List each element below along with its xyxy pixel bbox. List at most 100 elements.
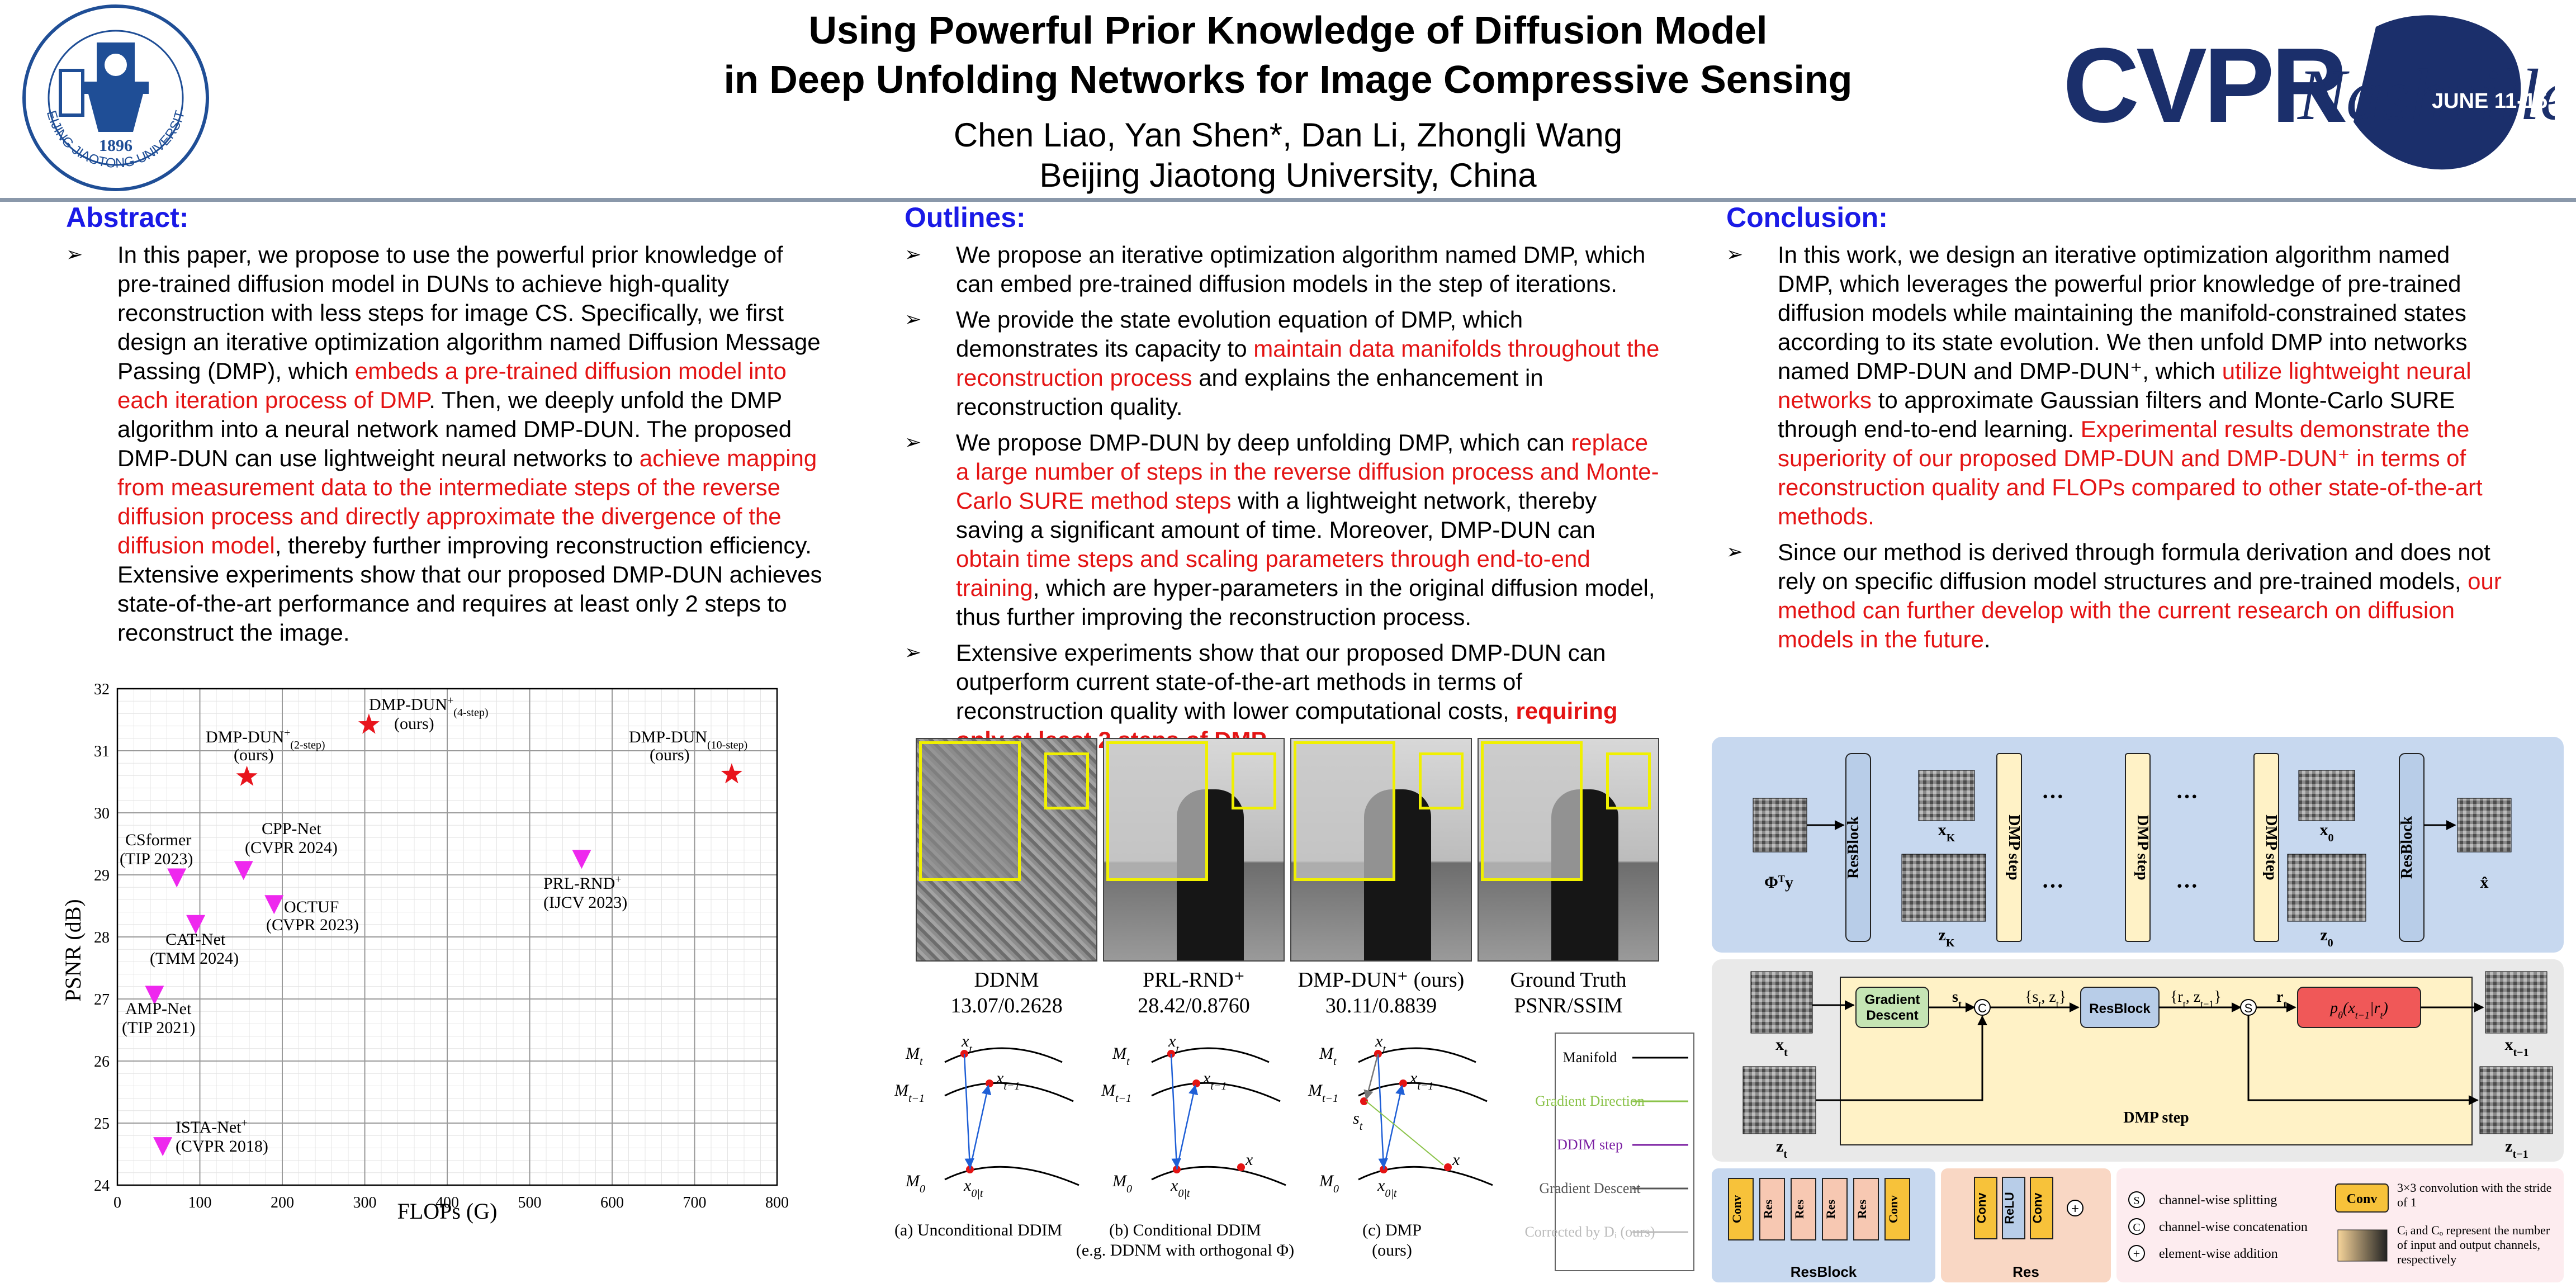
- recon-method-name: DMP-DUN⁺ (ours): [1298, 968, 1465, 992]
- resblock-out: [2399, 753, 2425, 942]
- poster-title: Using Powerful Prior Knowledge of Diffus…: [723, 8, 1853, 101]
- key-add: element-wise addition: [2159, 1247, 2278, 1261]
- zoom-box-large: [1294, 741, 1395, 881]
- manifold-diagrams: MtMt−1M0xtxt−1x0|tMtMt−1M0xtxt−1x0|txMtM…: [894, 1032, 1694, 1271]
- conference-logo: CVPR Nashville JUNE 11-15, 2025: [2063, 10, 2576, 178]
- annot-dmp2-ours: (ours): [234, 746, 274, 764]
- annot-csformer-venue: (TIP 2023): [120, 850, 193, 868]
- p-theta-block: [2297, 987, 2421, 1028]
- svg-text:Nashville: Nashville: [2297, 55, 2555, 135]
- svg-text:Conv: Conv: [1974, 1192, 1988, 1224]
- chart-xtick-label: 200: [271, 1194, 294, 1211]
- svg-text:Gradient: Gradient: [1865, 992, 1920, 1007]
- recon-method-name: PRL-RND⁺: [1143, 968, 1245, 992]
- svg-text:···: ···: [2176, 784, 2198, 809]
- svg-text:DMP step: DMP step: [2123, 1109, 2189, 1126]
- point-x-label: x: [1452, 1150, 1460, 1169]
- manifold-caption-c: (c) DMP: [1362, 1221, 1422, 1239]
- point-xt1: [1192, 1079, 1200, 1087]
- manifold-label-m0: M0: [1319, 1172, 1339, 1195]
- ddim-arrow: [1382, 1085, 1405, 1170]
- manifold-curve-t: [944, 1047, 1063, 1063]
- annot-dmp10-ours: (ours): [650, 746, 690, 764]
- zoom-box-small: [1044, 752, 1089, 809]
- resblock-layer-conv: [1728, 1178, 1754, 1240]
- manifold-curve-0: [1358, 1166, 1493, 1186]
- annot-ista-venue: (CVPR 2018): [176, 1137, 268, 1156]
- gradient-direction-line: [1366, 1101, 1444, 1166]
- outlines-heading: Outlines:: [905, 202, 1026, 233]
- annot-catnet-venue: (TMM 2024): [150, 949, 239, 968]
- recon-image: [1103, 738, 1285, 962]
- manifold-curve-t1: [944, 1082, 1074, 1102]
- recon-item: DMP-DUN⁺ (ours)30.11/0.8839: [1290, 738, 1472, 1019]
- chart-point-star: [721, 763, 742, 784]
- annot-ampnet: AMP-Net: [125, 1000, 192, 1018]
- x0-image: [2298, 770, 2355, 821]
- point-x0t-label: x0|t: [963, 1176, 983, 1200]
- output-image: [2457, 798, 2512, 853]
- dmp-step-1: [1996, 753, 2022, 942]
- manifold-legend-label: Manifold: [1563, 1049, 1617, 1066]
- chart-frame: [116, 688, 778, 1186]
- zoom-box-small: [1606, 752, 1651, 809]
- chart-ytick-label: 30: [94, 805, 110, 822]
- ddim-arrow: [969, 1085, 992, 1170]
- svg-text:ResBlock: ResBlock: [1845, 816, 1862, 879]
- svg-text:+: +: [2071, 1201, 2079, 1216]
- chart-ytick-label: 29: [94, 867, 110, 884]
- resblock-layer-label: Res: [1824, 1199, 1838, 1219]
- abstract-heading: Abstract:: [66, 202, 189, 233]
- svg-text:Conv: Conv: [2030, 1192, 2044, 1224]
- svg-text:···: ···: [2176, 873, 2198, 898]
- chart-point-triangle: [145, 986, 164, 1005]
- chart-xtick-label: 0: [113, 1194, 121, 1211]
- annot-ista: ISTA-Net+: [176, 1117, 248, 1137]
- resblock-layer-res: [1853, 1178, 1879, 1240]
- conclusion-item-2: Since our method is derived through form…: [1726, 538, 2503, 654]
- svg-text:S: S: [2244, 1001, 2253, 1015]
- resblock-layer-label: Conv: [1730, 1195, 1744, 1223]
- ddim-arrow: [1377, 1053, 1388, 1168]
- recon-score: 28.42/0.8760: [1138, 994, 1250, 1017]
- recon-method-name: Ground Truth: [1510, 968, 1627, 992]
- architecture-diagram: ΦTy ResBlock xK zK DMP step ··· ··· DMP …: [1712, 737, 2564, 1282]
- recon-image: [1290, 738, 1472, 962]
- svg-text:C: C: [2133, 1221, 2140, 1234]
- chart-axes: [116, 688, 778, 1186]
- zoom-box-large: [919, 741, 1021, 881]
- resblock-layer-label: Res: [1855, 1199, 1869, 1219]
- manifold-legend-label: Gradient Descent: [1539, 1180, 1641, 1196]
- manifold-label-mt1: Mt−1: [894, 1081, 925, 1105]
- point-xt1: [986, 1079, 993, 1087]
- annot-octuf-venue: (CVPR 2023): [266, 916, 359, 934]
- chart-xtick-label: 300: [353, 1194, 377, 1211]
- resblock-layer-res: [1791, 1178, 1816, 1240]
- chart-ytick-label: 24: [94, 1177, 110, 1195]
- svg-text:DMP step: DMP step: [2134, 815, 2151, 880]
- svg-text:Descent: Descent: [1866, 1008, 1918, 1023]
- svg-text:ResBlock: ResBlock: [2089, 1001, 2151, 1016]
- key-conv: 3×3 convolution with the stride of 1: [2397, 1181, 2552, 1209]
- manifold-label-mt1: Mt−1: [1101, 1081, 1131, 1105]
- manifold-curve-t: [1358, 1047, 1476, 1063]
- recon-image: [916, 738, 1097, 962]
- chart-point-triangle: [234, 861, 253, 880]
- point-xt1-label: xt−1: [996, 1069, 1020, 1092]
- chart-xtick-label: 600: [600, 1194, 624, 1211]
- recon-score: PSNR/SSIM: [1514, 994, 1623, 1017]
- chart-xtick-label: 500: [518, 1194, 542, 1211]
- manifold-label-m0: M0: [1112, 1172, 1132, 1195]
- point-st-label: st: [1353, 1109, 1363, 1133]
- dmp-step-3: [2253, 753, 2279, 942]
- manifold-curve-0: [1151, 1166, 1286, 1186]
- resblock-layer-conv: [1884, 1178, 1910, 1240]
- recon-item: PRL-RND⁺28.42/0.8760: [1103, 738, 1285, 1019]
- svg-text:ReLU: ReLU: [2002, 1192, 2016, 1224]
- annot-prlrnd: PRL-RND+: [543, 873, 622, 893]
- chart-ytick-label: 32: [94, 682, 110, 698]
